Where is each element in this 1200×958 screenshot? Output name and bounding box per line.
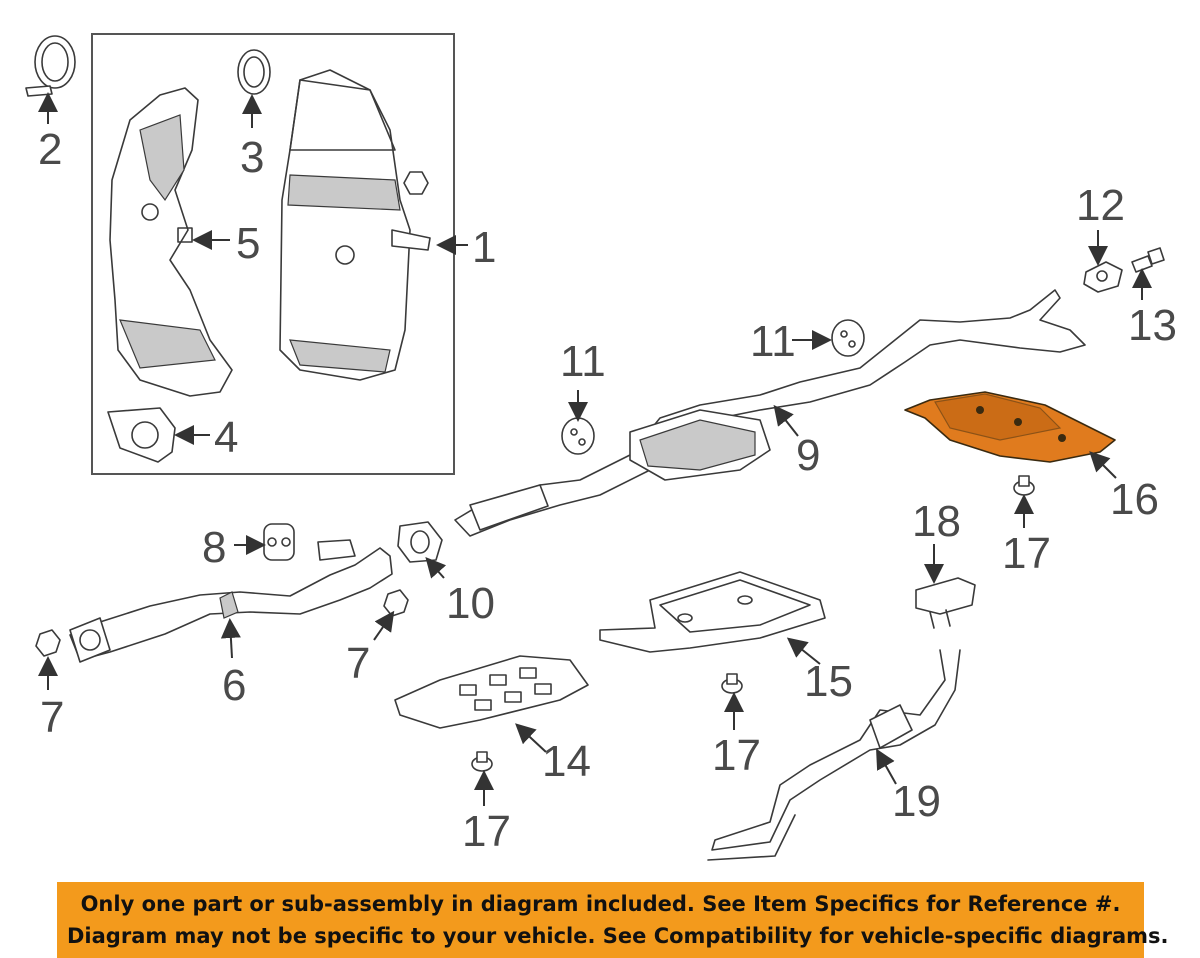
- part-18-sensor[interactable]: [915, 577, 976, 629]
- callout-7a: 7: [40, 693, 64, 742]
- part-9-intermediate-pipe[interactable]: [454, 289, 1086, 537]
- callout-4: 4: [214, 413, 238, 462]
- part-11-hanger-b[interactable]: [831, 319, 865, 357]
- callout-8: 8: [202, 523, 226, 572]
- callout-14: 14: [542, 737, 591, 786]
- disclaimer-banner: Only one part or sub-assembly in diagram…: [57, 882, 1169, 958]
- callout-11b: 11: [750, 317, 796, 366]
- callout-11a: 11: [560, 337, 606, 386]
- part-7-nut-a[interactable]: [35, 629, 61, 657]
- part-14-heat-shield[interactable]: [394, 655, 589, 729]
- part-17-nut-a[interactable]: [1013, 475, 1035, 496]
- callout-7b: 7: [346, 639, 370, 688]
- part-13-bolt[interactable]: [1131, 247, 1165, 273]
- callout-15: 15: [804, 657, 853, 706]
- part-8-hanger[interactable]: [263, 523, 295, 561]
- part-12-bracket[interactable]: [1083, 261, 1123, 293]
- part-2-clamp[interactable]: [25, 35, 76, 97]
- callout-3: 3: [240, 133, 264, 182]
- callout-2: 2: [38, 125, 62, 174]
- exhaust-parts-diagram: 1 2 3 4 5 6 7 7 8 9 10 11 11 12 13 14 15…: [25, 33, 1177, 861]
- part-19-tailpipe[interactable]: [707, 649, 961, 861]
- callout-17c: 17: [462, 807, 511, 856]
- callout-9: 9: [796, 431, 820, 480]
- nut-icon[interactable]: [403, 171, 429, 195]
- part-10-gasket[interactable]: [397, 521, 443, 563]
- callout-17b: 17: [712, 731, 761, 780]
- part-7-nut-b[interactable]: [383, 589, 409, 617]
- part-3-gasket[interactable]: [237, 49, 271, 95]
- part-16-heat-shield-highlighted[interactable]: [904, 391, 1116, 463]
- part-4-flange-gasket[interactable]: [107, 407, 176, 463]
- disclaimer-line-2: Diagram may not be specific to your vehi…: [67, 924, 1169, 948]
- part-11-hanger-a[interactable]: [561, 417, 595, 455]
- callout-18: 18: [912, 497, 961, 546]
- callout-1: 1: [472, 223, 496, 272]
- part-17-nut-b[interactable]: [721, 673, 743, 694]
- callout-5: 5: [236, 219, 260, 268]
- callout-13: 13: [1128, 301, 1177, 350]
- part-15-heat-shield[interactable]: [599, 571, 826, 653]
- callout-6: 6: [222, 661, 246, 710]
- part-6-front-pipe[interactable]: [69, 539, 393, 663]
- disclaimer-line-1: Only one part or sub-assembly in diagram…: [80, 892, 1121, 916]
- callout-12: 12: [1076, 181, 1125, 230]
- callout-16: 16: [1110, 475, 1159, 524]
- callout-17a: 17: [1002, 529, 1051, 578]
- leader-arrows: [38, 92, 1152, 806]
- part-5-heat-shield[interactable]: [109, 87, 233, 397]
- part-1-catalytic-converter[interactable]: [279, 69, 431, 381]
- callout-10: 10: [446, 579, 495, 628]
- part-17-nut-c[interactable]: [471, 751, 493, 772]
- callout-19: 19: [892, 777, 941, 826]
